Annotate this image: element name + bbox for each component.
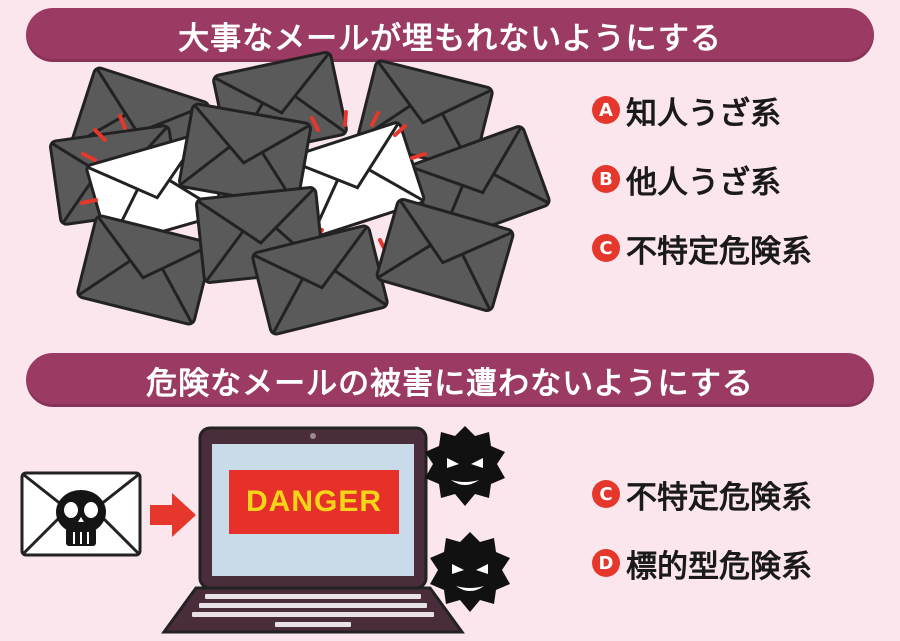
category-label: 他人うざ系 — [626, 164, 781, 201]
category-label: 標的型危険系 — [626, 548, 812, 585]
virus-icon — [430, 532, 510, 612]
category-badge-b: B — [592, 165, 620, 193]
section-title-2: 危険なメールの被害に遭わないようにする — [146, 365, 754, 402]
category-item-c: C 不特定危険系 — [592, 477, 812, 516]
category-list-1: A 知人うざ系 B 他人うざ系 C 不特定危険系 — [592, 93, 812, 300]
section-title-banner-1: 大事なメールが埋もれないようにする — [26, 8, 874, 62]
section-title-banner-2: 危険なメールの被害に遭わないようにする — [26, 353, 874, 407]
category-badge-d: D — [592, 549, 620, 577]
category-label: 不特定危険系 — [626, 479, 812, 516]
arrow-right-icon — [150, 493, 196, 537]
category-badge-c: C — [592, 480, 620, 508]
section-title-1: 大事なメールが埋もれないようにする — [178, 20, 722, 57]
category-label: 知人うざ系 — [626, 95, 781, 132]
danger-text: DANGER — [245, 485, 382, 518]
category-label: 不特定危険系 — [626, 233, 812, 270]
danger-screen-panel: DANGER — [229, 470, 399, 534]
category-badge-a: A — [592, 96, 620, 124]
category-item-d: D 標的型危険系 — [592, 546, 812, 585]
skull-envelope-icon — [20, 471, 142, 557]
category-item-c: C 不特定危険系 — [592, 231, 812, 270]
category-item-b: B 他人うざ系 — [592, 162, 812, 201]
virus-icon — [425, 426, 505, 506]
category-list-2: C 不特定危険系 D 標的型危険系 — [592, 477, 812, 615]
category-badge-c: C — [592, 234, 620, 262]
category-item-a: A 知人うざ系 — [592, 93, 812, 132]
